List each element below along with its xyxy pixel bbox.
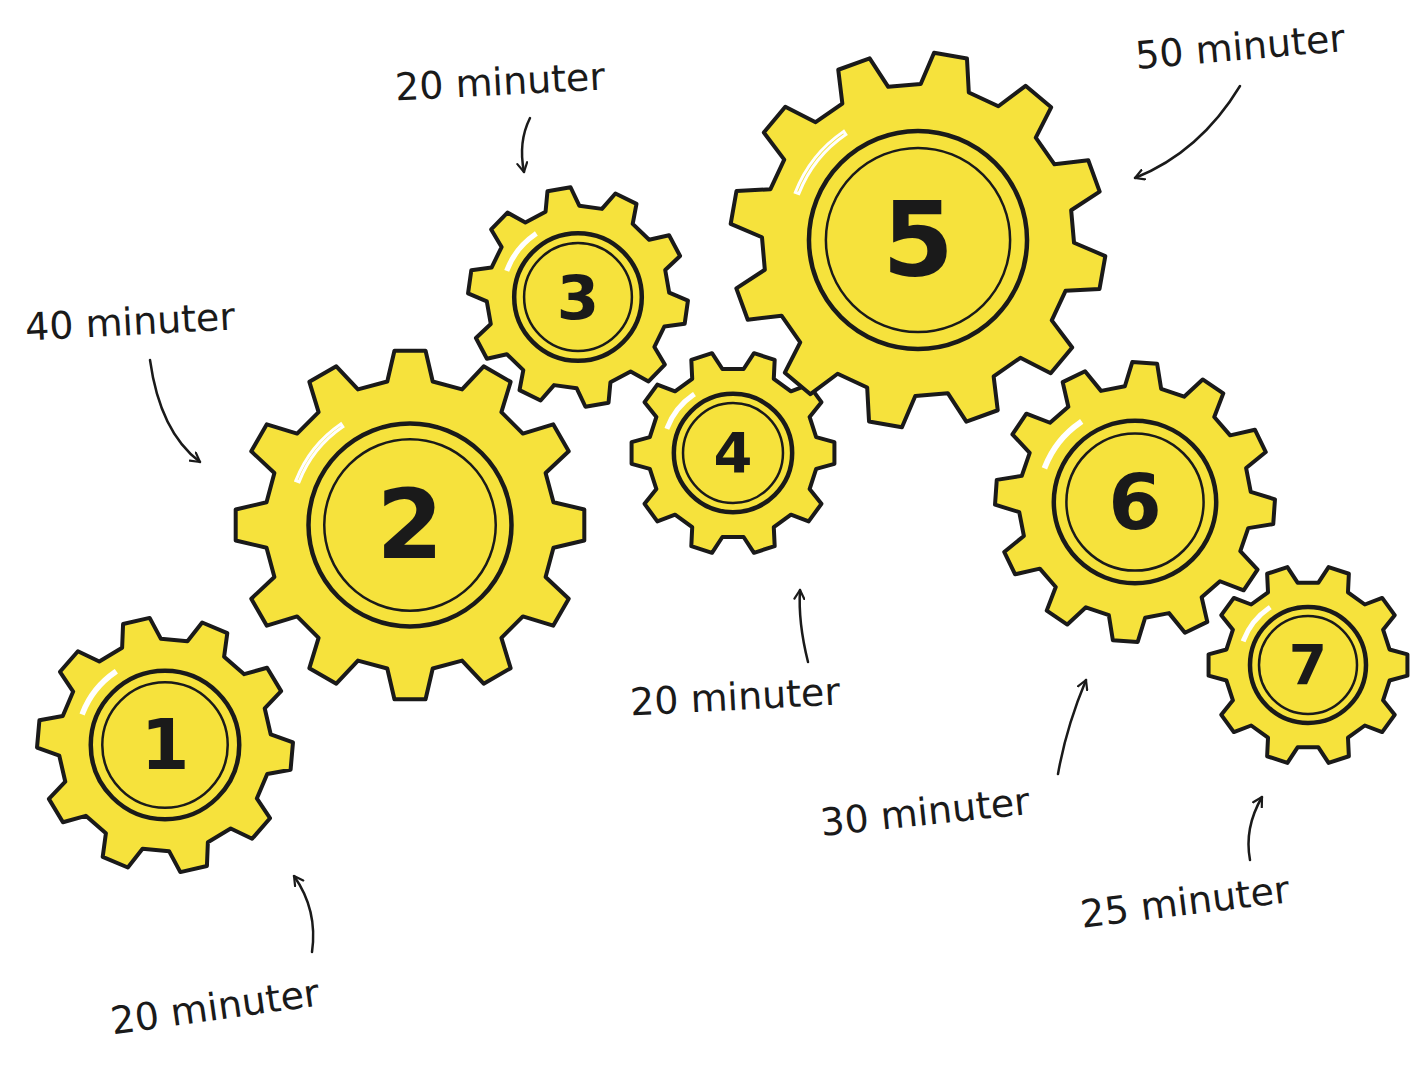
gear-ring <box>309 424 512 627</box>
gear-body <box>236 351 585 700</box>
time-label: 50 minuter <box>1133 16 1346 80</box>
gear-center: 1 <box>32 612 298 878</box>
leader-arrow <box>294 876 313 952</box>
leader-arrow <box>1249 797 1263 860</box>
time-label: 30 minuter <box>818 779 1032 846</box>
leader-arrow <box>1058 680 1086 774</box>
gear-inner-ring <box>524 243 632 351</box>
gear-ring <box>809 131 1027 349</box>
gear-number: 1 <box>141 710 190 780</box>
gear-inner-ring <box>1259 616 1357 714</box>
gear-inner-ring <box>1066 433 1203 570</box>
time-label: 20 minuter <box>394 55 606 112</box>
gear-ring <box>1250 607 1366 723</box>
gear-number: 6 <box>1108 464 1162 541</box>
gear-inner-ring <box>683 403 783 503</box>
gear-ring <box>674 394 792 512</box>
leader-arrow <box>800 590 808 662</box>
gear: 7 <box>1203 560 1413 770</box>
gear: 1 <box>32 612 298 878</box>
gear-number: 4 <box>714 425 753 481</box>
leader-arrow <box>522 118 530 172</box>
gear-body <box>731 53 1106 428</box>
time-label: 25 minuter <box>1078 867 1292 938</box>
leader-arrow <box>150 360 200 462</box>
gear-center: 5 <box>725 47 1111 433</box>
gear-inner-ring <box>324 439 496 611</box>
gear-body <box>1209 567 1408 763</box>
gear-inner-ring <box>826 148 1010 332</box>
gear-body <box>37 618 293 872</box>
gear-ring <box>514 233 642 361</box>
gear-number: 5 <box>882 189 954 292</box>
gear-inner-ring <box>102 682 227 807</box>
leader-arrow <box>1135 86 1240 178</box>
gear-number: 3 <box>557 267 599 328</box>
time-label: 20 minuter <box>629 670 841 727</box>
gear-center: 7 <box>1203 560 1413 770</box>
gear-ring <box>91 671 239 819</box>
gear-center: 3 <box>463 182 693 412</box>
time-label: 20 minuter <box>108 971 322 1045</box>
time-label: 40 minuter <box>24 295 236 352</box>
gear-body <box>468 187 688 406</box>
gear: 3 <box>463 182 693 412</box>
gear-number: 7 <box>1289 638 1327 693</box>
gear-number: 2 <box>377 477 444 573</box>
gear-ring <box>1054 421 1216 583</box>
gear: 5 <box>725 47 1111 433</box>
